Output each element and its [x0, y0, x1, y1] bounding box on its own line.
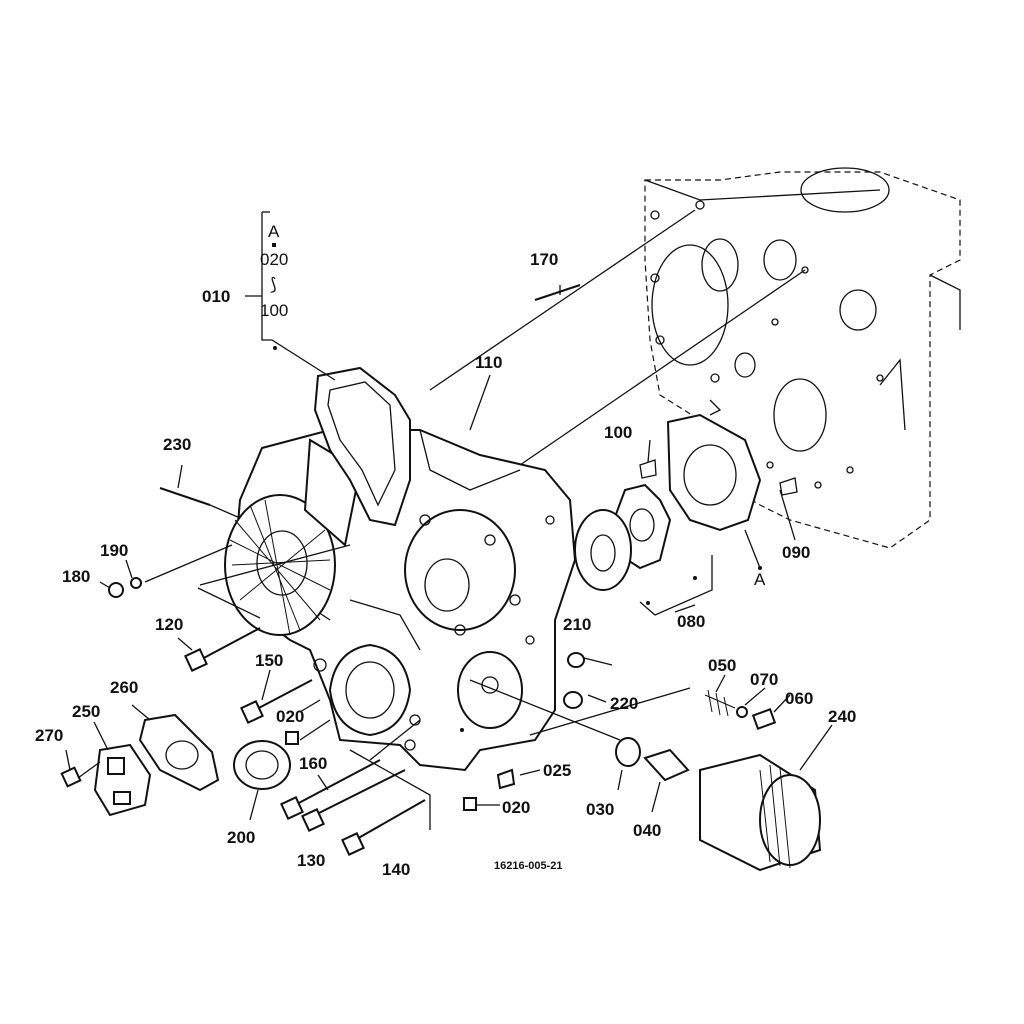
spring-050 — [704, 689, 736, 717]
label-270: 270 — [35, 726, 63, 745]
label-010: 010 — [202, 287, 230, 306]
washer-190 — [130, 577, 142, 589]
oring-210 — [567, 652, 585, 668]
label-070: 070 — [750, 670, 778, 689]
label-040: 040 — [633, 821, 661, 840]
bolts — [60, 284, 798, 856]
engine-block — [644, 167, 961, 549]
stud-230 — [159, 487, 211, 506]
stud-170 — [534, 284, 581, 301]
bolt-130 — [314, 769, 406, 816]
bolt-140 — [354, 799, 426, 841]
label-230: 230 — [163, 435, 191, 454]
elbow-250 — [93, 743, 152, 817]
plug-060 — [751, 708, 777, 730]
bolt-160 — [294, 759, 381, 806]
label-020-lower: 020 — [502, 798, 530, 817]
label-250: 250 — [72, 702, 100, 721]
plug-025 — [496, 768, 516, 790]
label-220: 220 — [610, 694, 638, 713]
bracket-to: 100 — [260, 301, 288, 320]
ref-a-label: A — [754, 570, 766, 589]
label-260: 260 — [110, 678, 138, 697]
label-060: 060 — [785, 689, 813, 708]
label-210: 210 — [563, 615, 591, 634]
figure-code: 16216-005-21 — [494, 860, 563, 872]
label-240: 240 — [828, 707, 856, 726]
bolt-120 — [199, 627, 261, 661]
label-020-upper: 020 — [276, 707, 304, 726]
label-150: 150 — [255, 651, 283, 670]
label-160: 160 — [299, 754, 327, 773]
label-120: 120 — [155, 615, 183, 634]
bolt-150 — [254, 679, 313, 711]
label-130: 130 — [297, 851, 325, 870]
oil-seal-200 — [233, 740, 291, 790]
oring-220 — [563, 691, 583, 709]
label-180: 180 — [62, 567, 90, 586]
label-025: 025 — [543, 761, 571, 780]
label-090: 090 — [782, 543, 810, 562]
label-140: 140 — [382, 860, 410, 879]
label-190: 190 — [100, 541, 128, 560]
nut-180 — [108, 582, 124, 598]
leader-lines — [65, 209, 833, 830]
oil-pump-parts — [574, 413, 762, 591]
bracket-tilde: ⟆ — [270, 275, 277, 294]
gasket-010 — [313, 366, 411, 527]
label-080: 080 — [677, 612, 705, 631]
ball-070 — [736, 706, 748, 718]
label-200: 200 — [227, 828, 255, 847]
label-110: 110 — [475, 353, 502, 372]
bracket-from: 020 — [260, 250, 288, 269]
bracket-dot — [272, 243, 276, 247]
plug-020a — [285, 731, 299, 745]
label-100: 100 — [604, 423, 632, 442]
label-170: 170 — [530, 250, 558, 269]
screw-090 — [779, 477, 798, 496]
pin-100 — [639, 459, 657, 479]
plug-020b — [463, 797, 477, 811]
bracket-ref-a: A — [268, 222, 280, 241]
label-030: 030 — [586, 800, 614, 819]
fitting-040 — [643, 748, 690, 782]
bolt-270 — [60, 766, 82, 788]
cover-plate-260 — [138, 713, 220, 792]
washer-030 — [615, 737, 641, 767]
oil-filter — [699, 753, 822, 872]
label-050: 050 — [708, 656, 736, 675]
